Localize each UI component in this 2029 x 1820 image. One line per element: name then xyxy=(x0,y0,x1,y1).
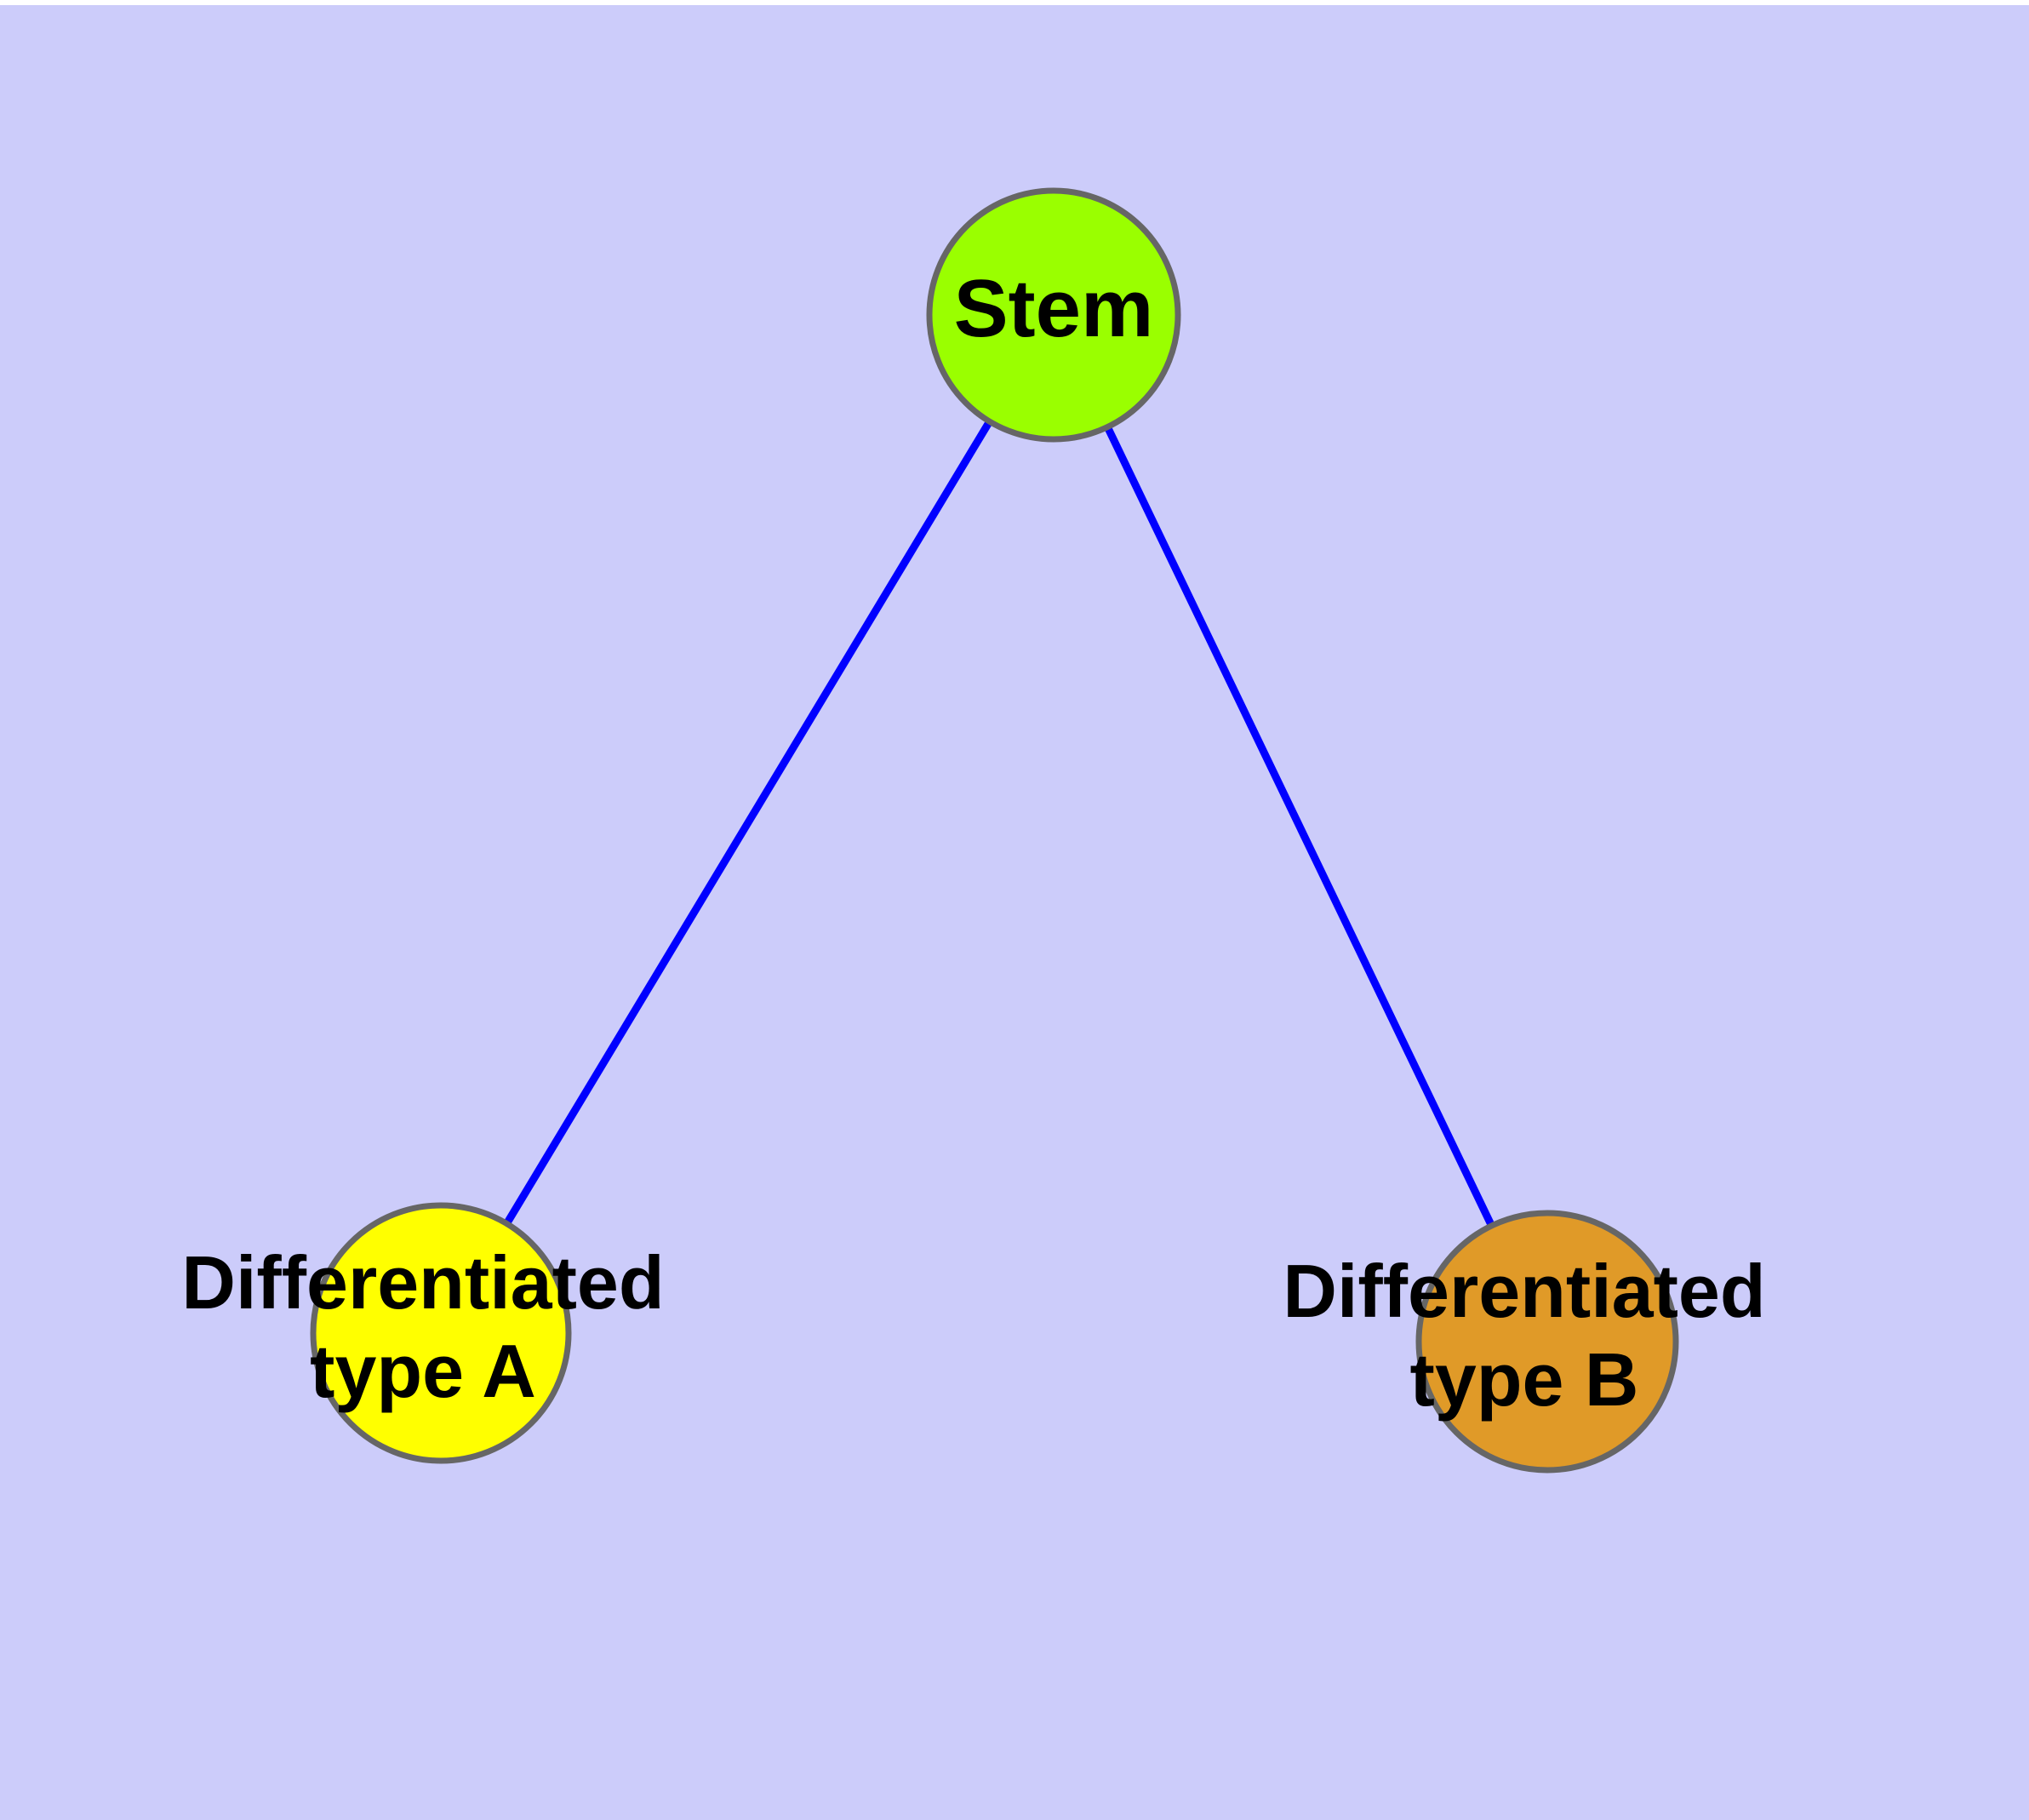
label-line: type B xyxy=(1410,1337,1639,1422)
edge-stem-to-differentiated-type-a xyxy=(437,312,1057,1336)
node-stem-label: Stem xyxy=(954,263,1154,354)
label-line: Differentiated xyxy=(1283,1249,1765,1333)
label-line: Stem xyxy=(954,263,1154,354)
node-stem[interactable]: Stem xyxy=(926,187,1181,443)
node-differentiated-type-b-circle[interactable] xyxy=(1415,1210,1679,1474)
edge-layer xyxy=(437,312,1552,1343)
label-line: type A xyxy=(310,1329,536,1413)
node-differentiated-type-a-circle[interactable] xyxy=(310,1202,572,1464)
edge-stem-to-differentiated-type-b xyxy=(1049,313,1552,1343)
node-stem-circle[interactable] xyxy=(926,187,1181,443)
label-line: Differentiated xyxy=(181,1240,664,1325)
